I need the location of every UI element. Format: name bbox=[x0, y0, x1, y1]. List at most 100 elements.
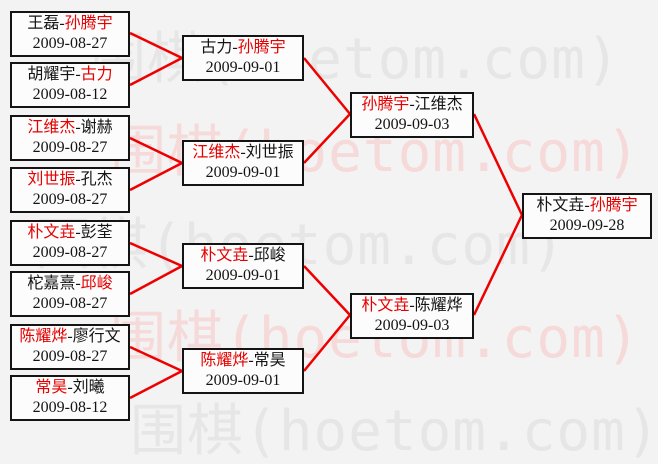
match-box-round2-4: 陈耀烨-常昊 2009-09-01 bbox=[182, 348, 304, 394]
player2-name: 刘曦 bbox=[72, 379, 105, 396]
connector-line bbox=[129, 345, 183, 373]
match-players: 刘世振-孔杰 bbox=[12, 170, 128, 190]
player1-name: 江维杰 bbox=[27, 119, 76, 136]
match-players: 陈耀烨-廖行文 bbox=[12, 327, 128, 347]
match-date: 2009-09-28 bbox=[549, 217, 625, 234]
separator: - bbox=[409, 297, 415, 314]
separator: - bbox=[248, 247, 254, 264]
match-players: 常昊-刘曦 bbox=[12, 378, 128, 398]
match-players: 朴文垚-彭荃 bbox=[12, 223, 128, 243]
connector-line bbox=[303, 113, 351, 164]
player2-name: 彭荃 bbox=[80, 224, 113, 241]
bracket-connectors bbox=[129, 31, 524, 400]
match-players: 江维杰-谢赫 bbox=[12, 118, 128, 138]
player1-name: 柁嘉熹 bbox=[27, 275, 76, 292]
player1-name: 陈耀烨 bbox=[200, 352, 249, 369]
connector-line bbox=[129, 136, 183, 165]
player2-name: 孙腾宇 bbox=[64, 15, 113, 32]
player2-name: 江维杰 bbox=[414, 96, 463, 113]
match-date: 2009-08-27 bbox=[32, 348, 108, 365]
separator: - bbox=[248, 352, 254, 369]
separator: - bbox=[67, 379, 73, 396]
separator: - bbox=[75, 66, 81, 83]
match-box-round1-8: 常昊-刘曦 2009-08-12 bbox=[10, 375, 130, 421]
match-box-round2-1: 古力-孙腾宇 2009-09-01 bbox=[182, 35, 304, 81]
match-players: 江维杰-刘世振 bbox=[184, 143, 302, 163]
match-players: 胡耀宇-古力 bbox=[12, 65, 128, 85]
match-date: 2009-09-03 bbox=[374, 116, 450, 133]
match-players: 柁嘉熹-邱峻 bbox=[12, 274, 128, 294]
connector-line bbox=[129, 241, 183, 268]
bracket-diagram: { "ui": { "separator": "-" }, "watermark… bbox=[10, 11, 658, 460]
player1-name: 胡耀宇 bbox=[27, 66, 76, 83]
separator: - bbox=[232, 39, 238, 56]
match-players: 王磊-孙腾宇 bbox=[12, 14, 128, 34]
player1-name: 朴文垚 bbox=[361, 297, 410, 314]
match-box-round1-4: 刘世振-孔杰 2009-08-27 bbox=[10, 167, 130, 213]
player2-name: 孙腾宇 bbox=[589, 197, 638, 214]
match-box-round1-5: 朴文垚-彭荃 2009-08-27 bbox=[10, 220, 130, 266]
player1-name: 朴文垚 bbox=[536, 197, 585, 214]
separator: - bbox=[75, 224, 81, 241]
player1-name: 江维杰 bbox=[192, 144, 241, 161]
match-box-round1-6: 柁嘉熹-邱峻 2009-08-27 bbox=[10, 271, 130, 317]
player1-name: 陈耀烨 bbox=[19, 328, 68, 345]
match-box-semifinal-1: 孙腾宇-江维杰 2009-09-03 bbox=[350, 92, 474, 138]
separator: - bbox=[240, 144, 246, 161]
match-box-round1-7: 陈耀烨-廖行文 2009-08-27 bbox=[10, 324, 130, 370]
separator: - bbox=[75, 171, 81, 188]
match-box-round1-3: 江维杰-谢赫 2009-08-27 bbox=[10, 115, 130, 161]
player2-name: 邱峻 bbox=[253, 247, 286, 264]
match-date: 2009-09-01 bbox=[205, 59, 281, 76]
player2-name: 廖行文 bbox=[72, 328, 121, 345]
player1-name: 常昊 bbox=[35, 379, 68, 396]
player2-name: 陈耀烨 bbox=[414, 297, 463, 314]
match-box-final: 朴文垚-孙腾宇 2009-09-28 bbox=[522, 193, 652, 239]
connector-line bbox=[129, 161, 183, 192]
separator: - bbox=[409, 96, 415, 113]
separator: - bbox=[59, 15, 65, 32]
player1-name: 王磊 bbox=[27, 15, 60, 32]
player1-name: 孙腾宇 bbox=[361, 96, 410, 113]
match-players: 朴文垚-孙腾宇 bbox=[524, 196, 650, 216]
match-date: 2009-08-27 bbox=[32, 35, 108, 52]
match-box-round2-3: 朴文垚-邱峻 2009-09-01 bbox=[182, 243, 304, 289]
connector-line bbox=[472, 113, 524, 216]
match-players: 孙腾宇-江维杰 bbox=[352, 95, 472, 115]
connector-line bbox=[129, 56, 183, 87]
separator: - bbox=[67, 328, 73, 345]
separator: - bbox=[75, 275, 81, 292]
match-players: 朴文垚-邱峻 bbox=[184, 246, 302, 266]
connector-line bbox=[303, 57, 351, 115]
player2-name: 孔杰 bbox=[80, 171, 113, 188]
match-box-round2-2: 江维杰-刘世振 2009-09-01 bbox=[182, 140, 304, 186]
match-date: 2009-09-01 bbox=[205, 164, 281, 181]
player1-name: 朴文垚 bbox=[200, 247, 249, 264]
match-date: 2009-09-03 bbox=[374, 317, 450, 334]
connector-line bbox=[129, 369, 183, 400]
connector-line bbox=[303, 314, 351, 372]
match-date: 2009-08-27 bbox=[32, 244, 108, 261]
match-date: 2009-09-01 bbox=[205, 372, 281, 389]
match-date: 2009-08-27 bbox=[32, 295, 108, 312]
match-players: 朴文垚-陈耀烨 bbox=[352, 296, 472, 316]
separator: - bbox=[75, 119, 81, 136]
connector-line bbox=[129, 31, 183, 60]
match-box-round1-2: 胡耀宇-古力 2009-08-12 bbox=[10, 62, 130, 108]
match-date: 2009-08-27 bbox=[32, 191, 108, 208]
match-players: 陈耀烨-常昊 bbox=[184, 351, 302, 371]
player2-name: 孙腾宇 bbox=[237, 39, 286, 56]
match-box-round1-1: 王磊-孙腾宇 2009-08-27 bbox=[10, 11, 130, 57]
connector-line bbox=[129, 264, 183, 296]
player1-name: 朴文垚 bbox=[27, 224, 76, 241]
match-players: 古力-孙腾宇 bbox=[184, 38, 302, 58]
player2-name: 刘世振 bbox=[245, 144, 294, 161]
match-box-semifinal-2: 朴文垚-陈耀烨 2009-09-03 bbox=[350, 293, 474, 339]
match-date: 2009-08-27 bbox=[32, 139, 108, 156]
player2-name: 谢赫 bbox=[80, 119, 113, 136]
connector-line bbox=[472, 214, 524, 316]
match-date: 2009-08-12 bbox=[32, 86, 108, 103]
connector-line bbox=[303, 265, 351, 316]
player2-name: 古力 bbox=[80, 66, 113, 83]
player1-name: 刘世振 bbox=[27, 171, 76, 188]
